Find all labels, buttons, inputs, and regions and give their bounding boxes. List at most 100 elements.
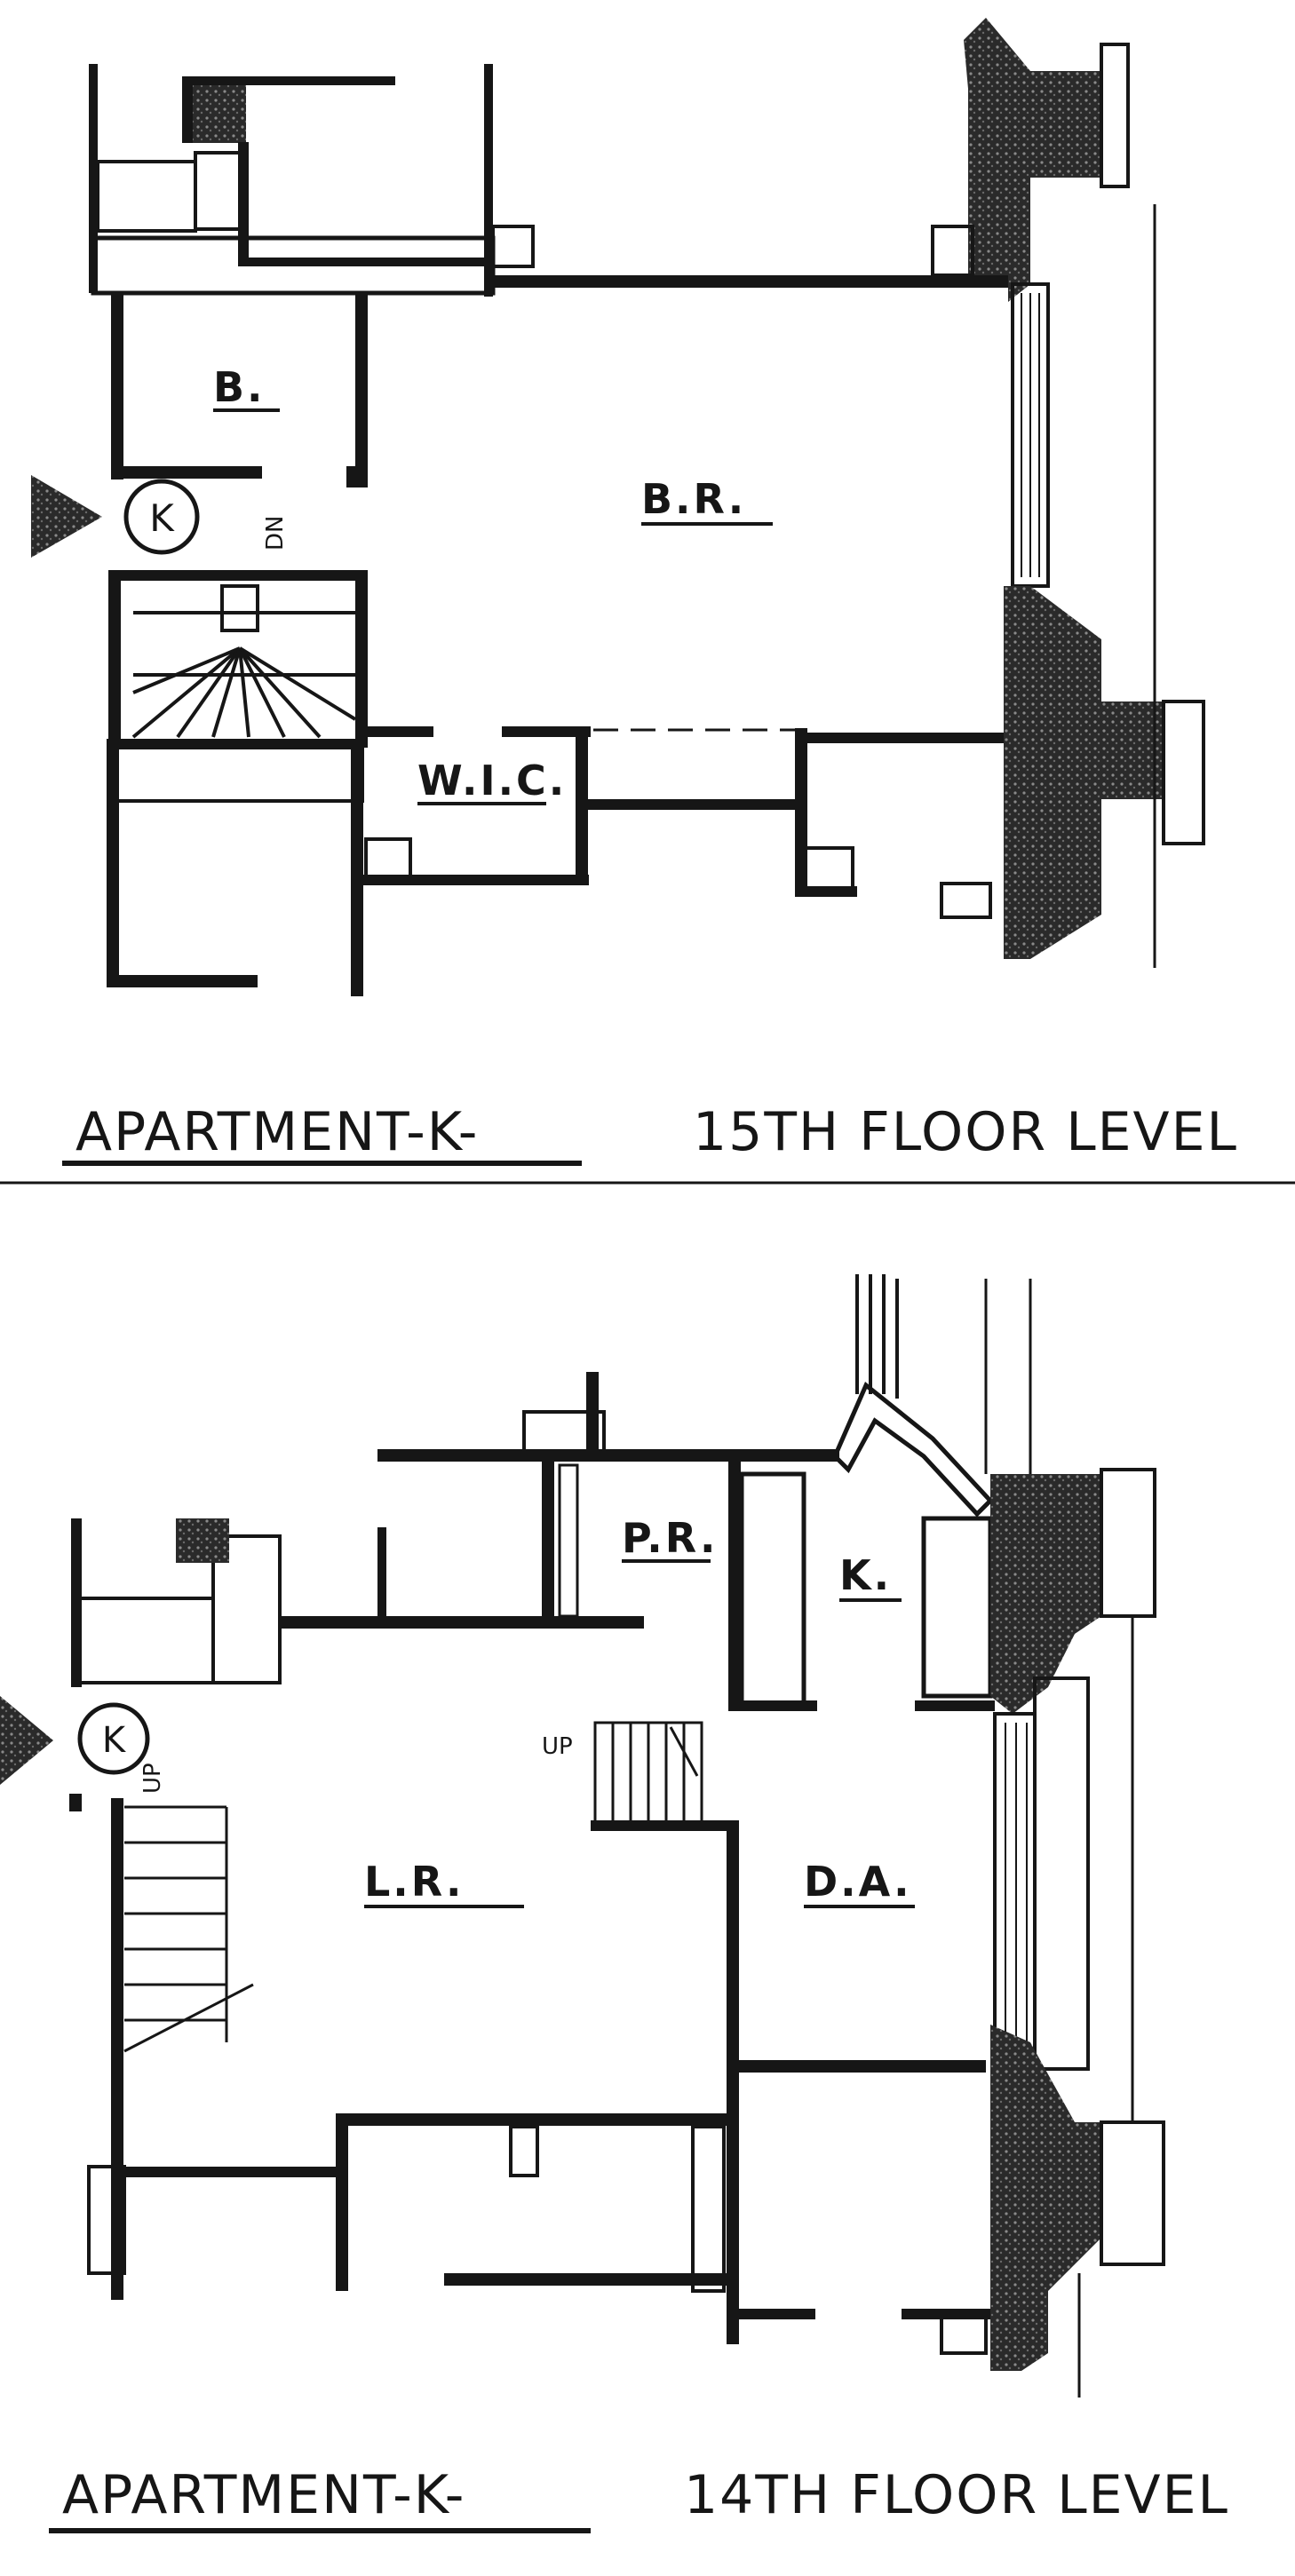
wall [502, 726, 591, 737]
wall-stair-east [355, 570, 368, 748]
wall-closet-south [362, 875, 589, 885]
wall [484, 64, 493, 297]
unit-marker-circle [77, 1702, 150, 1775]
room-label-dining-area: D.A. [804, 1858, 912, 1906]
kitchen-angled-wall [832, 1382, 994, 1518]
wall [728, 1700, 817, 1711]
wall-stair-west [111, 1798, 123, 2171]
shelf [96, 160, 197, 233]
flue [855, 1274, 899, 1399]
room-label-kitchen: K. [839, 1551, 892, 1599]
wall-da-south [733, 2060, 986, 2073]
wall-stub [69, 1794, 82, 1811]
caption-apartment: APARTMENT-K- [62, 2464, 465, 2526]
wall-north [377, 1449, 839, 1462]
wall-bath-south [111, 466, 262, 479]
wall [795, 886, 857, 897]
caption-floor: 14TH FLOOR LEVEL [684, 2464, 1229, 2526]
pantry-cabinet [739, 1471, 806, 1708]
closet-strip [558, 1463, 579, 1618]
wall-top-closet [182, 76, 395, 85]
facade-frame [1162, 700, 1205, 845]
wall [586, 1372, 599, 1452]
shelf [194, 151, 242, 231]
wall [795, 733, 1013, 743]
wall [591, 1820, 737, 1831]
room-label-closet: W.I.C. [417, 757, 567, 805]
wall [727, 2247, 739, 2344]
column-hatch [176, 1518, 229, 1563]
stair-up-label: UP [542, 1733, 573, 1760]
wall-closet-east [576, 726, 588, 877]
facade-column [1004, 586, 1164, 959]
wall [377, 1527, 386, 1625]
counter [112, 746, 364, 803]
wall-stub [346, 466, 368, 487]
room-label-bath: B. [213, 363, 266, 411]
stair-run [123, 1805, 254, 2053]
wall [336, 2113, 348, 2291]
caption-floor: 15TH FLOOR LEVEL [693, 1101, 1238, 1163]
kitchen-counter [921, 1516, 993, 1699]
wall [336, 2113, 727, 2126]
wall [280, 1616, 644, 1629]
wall-pr-east [728, 1456, 741, 1709]
unit-marker-label: K [102, 1720, 127, 1761]
closet-strip [691, 2125, 726, 2293]
window-band [993, 1712, 1037, 2053]
niche [940, 882, 992, 919]
stair-winder [131, 584, 357, 739]
stair-note: UP [139, 1763, 166, 1794]
plan-14th-floor: P.R. K. K [0, 1274, 1229, 2533]
stair-note: DN [262, 516, 289, 551]
facade-column [990, 1474, 1101, 1714]
wall [120, 2167, 338, 2177]
wall-bath-east [355, 293, 368, 480]
wall [351, 739, 363, 996]
unit-marker-label: K [149, 496, 175, 540]
entry-arrow-icon [0, 1696, 53, 1785]
niche [522, 1410, 606, 1454]
facade-column [964, 18, 1101, 302]
wall-bedroom-north [493, 275, 1013, 288]
wall [182, 76, 193, 143]
plan-15th-floor: B. B.R. K DN [31, 18, 1238, 1166]
facade-frame [1100, 2120, 1165, 2266]
wall [586, 799, 799, 810]
caption-apartment: APARTMENT-K- [75, 1101, 479, 1163]
wall [115, 975, 258, 987]
wall-stair-west [108, 570, 121, 748]
window-frame [1033, 1676, 1090, 2071]
wall-left-upper [89, 64, 98, 293]
wall [362, 726, 433, 737]
room-label-bedroom: B.R. [641, 475, 746, 523]
wall-lr-east [727, 1820, 739, 2282]
niche [940, 2316, 988, 2355]
entry-arrow-icon [31, 475, 102, 558]
niche [509, 2125, 539, 2177]
wall [727, 2309, 815, 2319]
niche [802, 846, 854, 890]
unit-marker-circle [123, 479, 200, 555]
column-hatch [193, 85, 246, 143]
facade-frame [1100, 1468, 1156, 1618]
room-label-powder-room: P.R. [622, 1514, 719, 1562]
niche [364, 837, 412, 878]
wall [111, 2158, 123, 2300]
niche [931, 225, 974, 277]
wall [107, 739, 119, 987]
wall [444, 2273, 728, 2286]
niche [491, 225, 535, 268]
facade-column [990, 2025, 1101, 2371]
counter [78, 1597, 215, 1684]
wall [238, 258, 489, 266]
room-label-living-room: L.R. [364, 1858, 465, 1906]
wall [915, 1700, 995, 1711]
wall-bath-west [111, 293, 123, 480]
stair-up [593, 1721, 703, 1827]
wall-stair-north [108, 570, 366, 581]
facade-frame [1100, 43, 1130, 188]
frame [87, 2165, 126, 2275]
wall [542, 1461, 554, 1621]
